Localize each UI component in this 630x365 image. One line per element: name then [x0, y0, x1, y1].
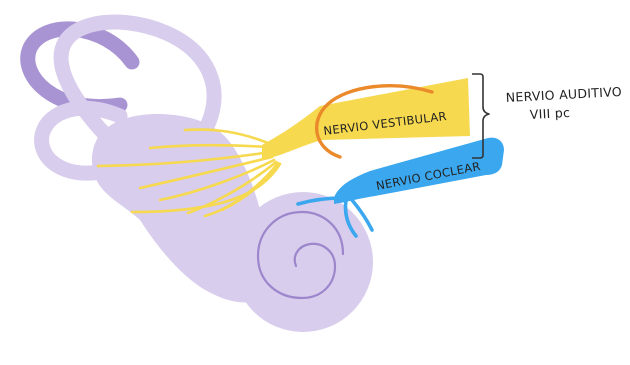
cochlea [233, 192, 373, 332]
label-nervio-auditivo: NERVIO AUDITIVO [505, 84, 622, 105]
label-viii-pc: VIII pc [529, 105, 570, 122]
